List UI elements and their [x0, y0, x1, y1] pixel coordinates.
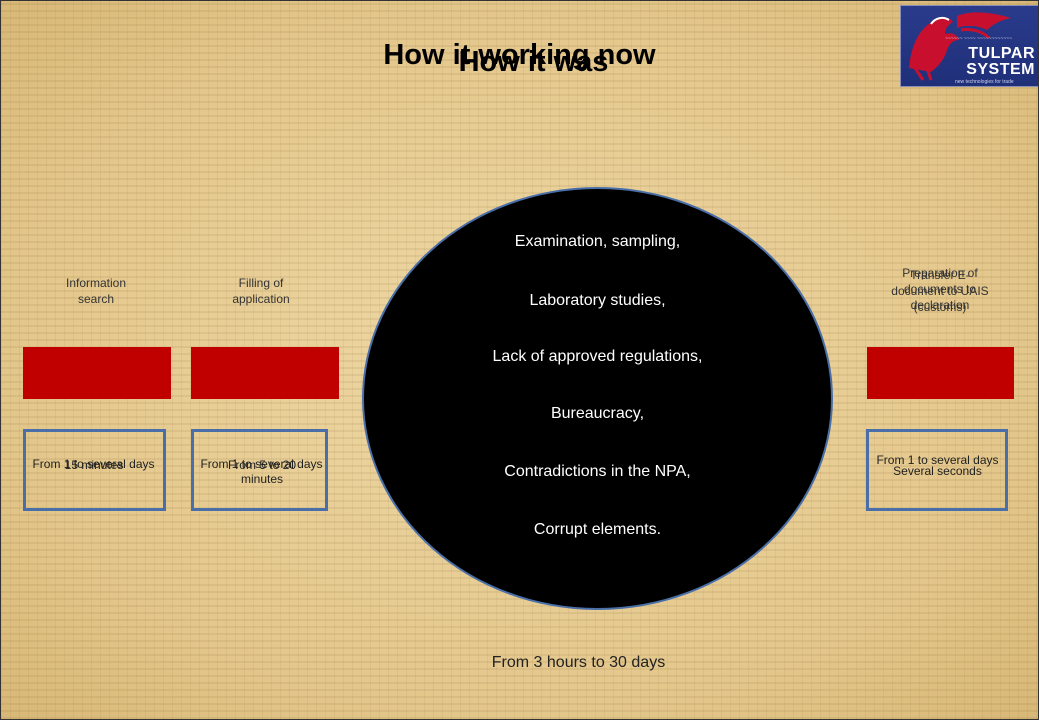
step-1-time-box — [23, 429, 166, 511]
circle-item-5: Contradictions in the NPA, — [504, 463, 691, 480]
step-2-time-b: From 5 to 20 minutes — [227, 458, 297, 486]
obstacles-circle — [362, 187, 833, 610]
circle-item-4: Bureaucracy, — [550, 405, 645, 422]
title-text-now: How it working now — [383, 39, 656, 71]
slide-title: How it working now How it was — [1, 39, 1038, 79]
step-1-label: Information search — [41, 275, 151, 307]
circle-item-6: Corrupt elements. — [533, 521, 662, 538]
step-2-label-line1: Filling of — [238, 276, 284, 290]
step-3-time-a: From 1 to several days — [876, 453, 999, 467]
step-3-time-b: Several seconds — [893, 464, 982, 478]
circle-item-1: Examination, sampling, — [514, 233, 681, 250]
step-3-bar — [867, 347, 1014, 399]
step-3-label-b: Transfer E-document to UAIS (customs) — [891, 268, 989, 314]
circle-item-3: Lack of approved regulations, — [492, 348, 703, 365]
step-2-bar — [191, 347, 339, 399]
step-1-time-a: From 1 to several days — [32, 457, 155, 471]
step-3-label-a: Preparation of documents to declaration — [902, 266, 978, 312]
logo-name-line1: TULPAR — [968, 45, 1035, 62]
logo-tagline-text: new technologies for trade — [955, 79, 1014, 85]
logo-name: TULPAR SYSTEM — [966, 46, 1035, 78]
total-duration: From 3 hours to 30 days — [491, 654, 666, 671]
step-1-label-line1: Information — [65, 276, 127, 290]
step-2-label: Filling of application — [206, 275, 316, 307]
logo-tagline: ~~~~~~ ~~~~ ~~~~~~~~~~~~ — [945, 36, 1013, 42]
logo-name-line2: SYSTEM — [966, 61, 1035, 78]
step-2-time-a: From 1 to several days — [200, 457, 323, 471]
step-1-bar — [23, 347, 171, 399]
horse-emblem-icon — [909, 12, 1011, 81]
circle-item-2: Laboratory studies, — [529, 292, 666, 309]
title-text-was: How it was — [458, 46, 609, 78]
step-1-time-b: 15 minutes — [64, 458, 124, 472]
tulpar-system-logo: ~~~~~~ ~~~~ ~~~~~~~~~~~~ TULPAR SYSTEM n… — [900, 5, 1038, 87]
step-2-time-box — [191, 429, 328, 511]
step-2-label-line2: application — [232, 292, 290, 306]
step-3-time-box — [866, 429, 1008, 511]
step-1-label-line2: search — [77, 292, 115, 306]
